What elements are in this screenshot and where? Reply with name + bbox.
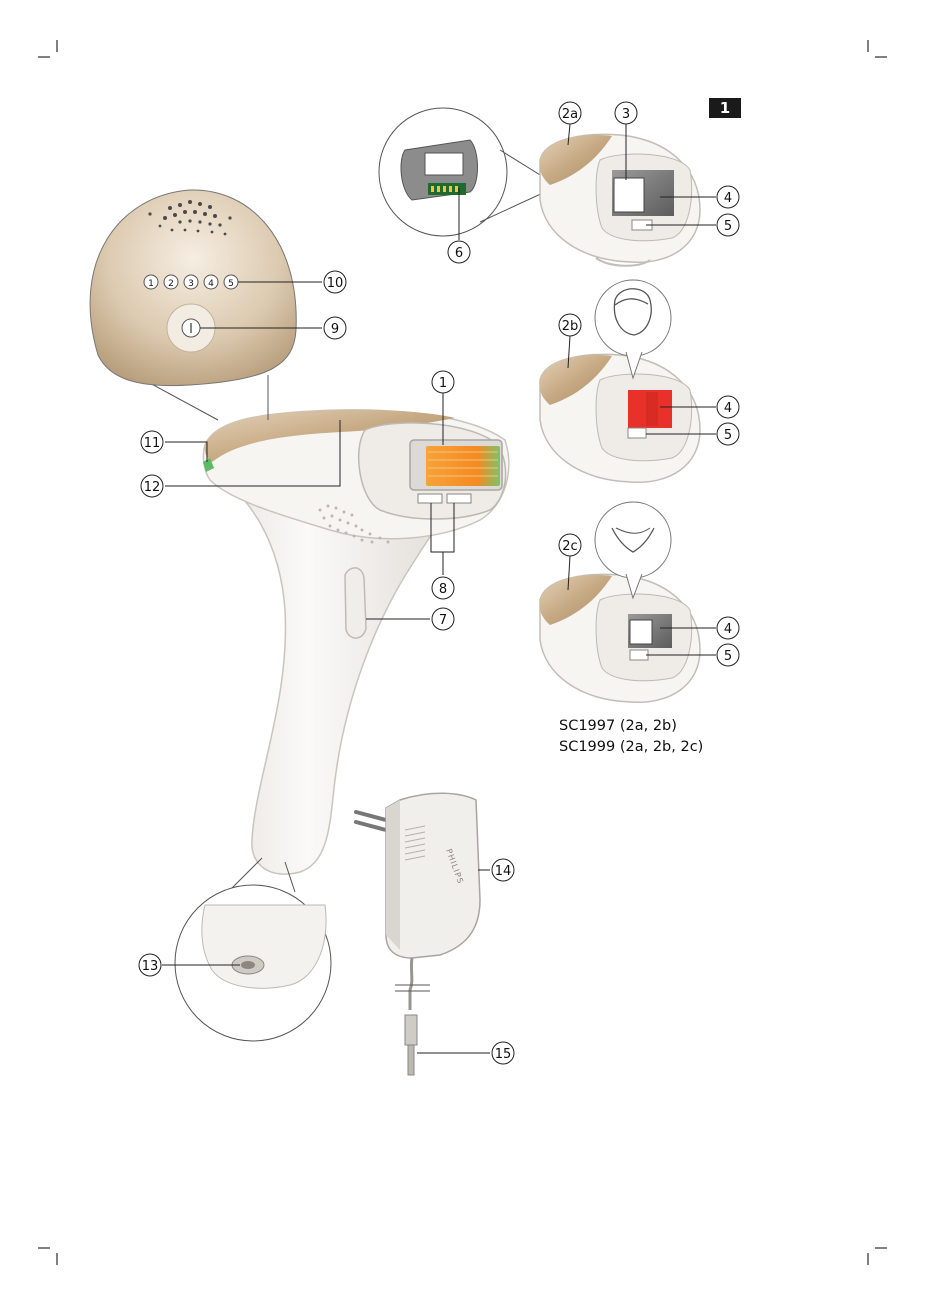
- level-2: 2: [168, 279, 174, 289]
- callout-3: 3: [622, 107, 630, 122]
- callout-1: 1: [439, 376, 447, 391]
- callout-5-2a: 5: [724, 219, 732, 234]
- model-line-1: SC1997 (2a, 2b): [559, 716, 703, 737]
- attachment-2c: [539, 502, 700, 702]
- callout-9: 9: [331, 322, 339, 337]
- callout-8: 8: [439, 582, 447, 597]
- model-line-2: SC1999 (2a, 2b, 2c): [559, 737, 703, 758]
- callout-4-2c: 4: [724, 622, 732, 637]
- callout-12: 12: [144, 480, 161, 495]
- attachment-zoom: [379, 108, 545, 236]
- attachment-2a: [539, 134, 700, 265]
- level-3: 3: [188, 279, 194, 289]
- callout-2a: 2a: [562, 107, 578, 122]
- callout-5-2b: 5: [724, 428, 732, 443]
- callout-4-2b: 4: [724, 401, 732, 416]
- callout-2b: 2b: [562, 319, 579, 334]
- callout-10: 10: [327, 276, 344, 291]
- callout-6: 6: [455, 246, 463, 261]
- dome-zoom: 1 2 3 4 5: [90, 190, 296, 420]
- callout-14: 14: [495, 864, 512, 879]
- adapter: PHILIPS: [356, 793, 480, 1075]
- callout-15: 15: [495, 1047, 512, 1062]
- level-5: 5: [228, 279, 234, 289]
- level-1: 1: [148, 279, 154, 289]
- callout-5-2c: 5: [724, 649, 732, 664]
- level-4: 4: [208, 279, 214, 289]
- callout-13: 13: [142, 959, 159, 974]
- model-list: SC1997 (2a, 2b) SC1999 (2a, 2b, 2c): [559, 716, 703, 758]
- bottom-zoom: [175, 858, 331, 1041]
- callout-2c: 2c: [562, 539, 577, 554]
- callout-11: 11: [144, 436, 161, 451]
- callout-4-2a: 4: [724, 191, 732, 206]
- callout-7: 7: [439, 613, 447, 628]
- attachment-2b: [539, 280, 700, 482]
